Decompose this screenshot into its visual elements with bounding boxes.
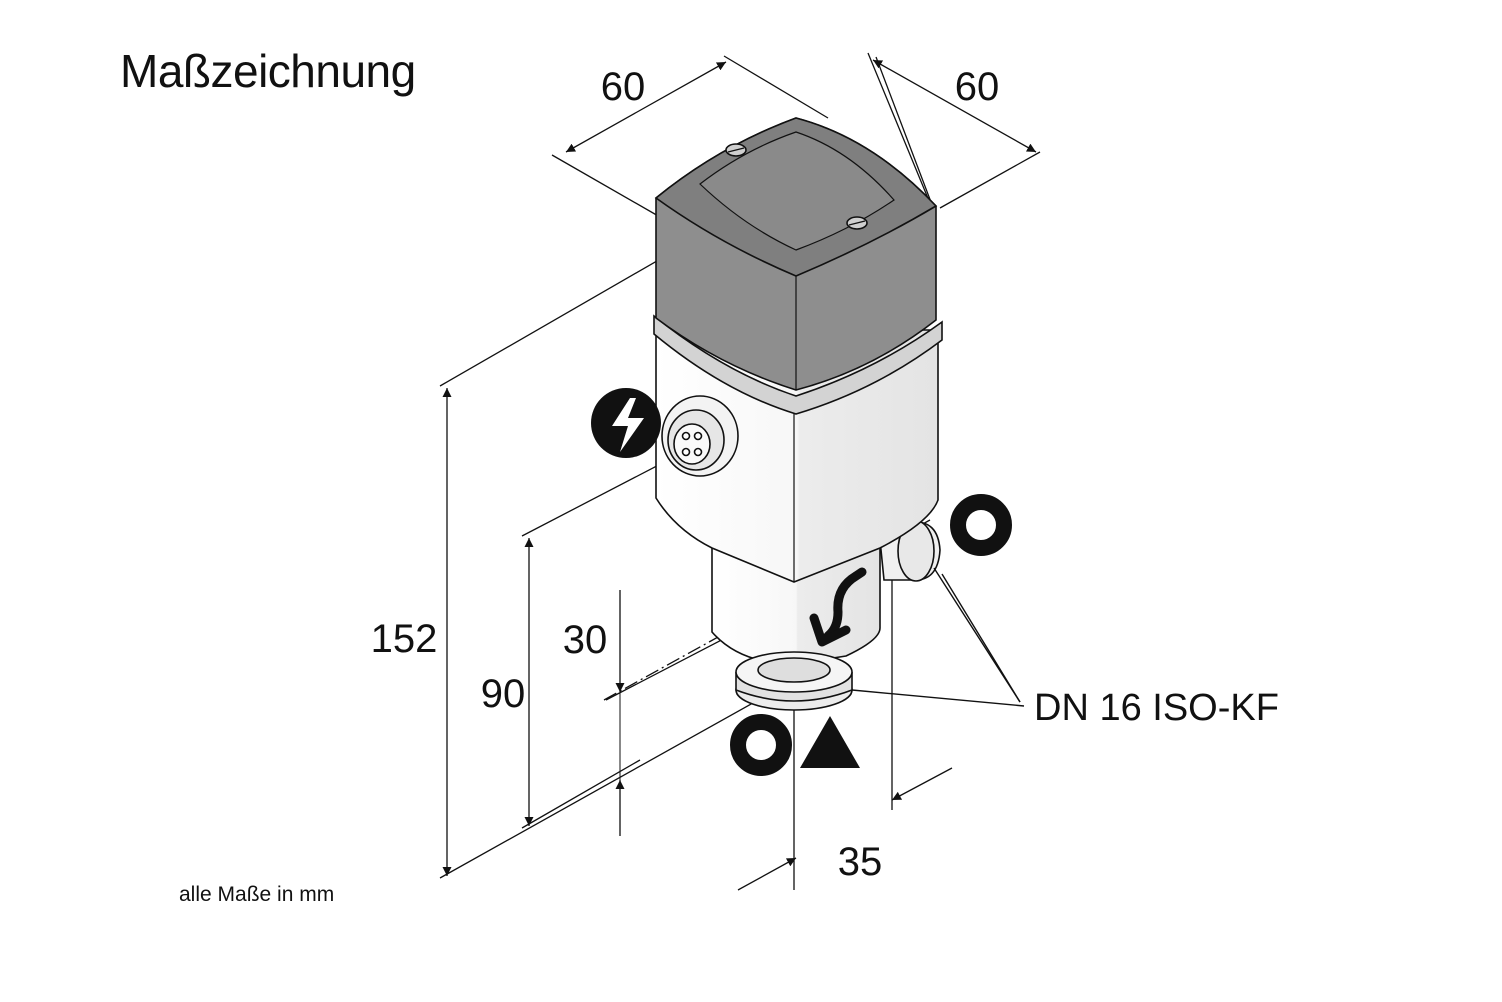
lightning-icon bbox=[591, 388, 661, 458]
connector-icon bbox=[661, 395, 739, 477]
dim-width-left: 60 bbox=[601, 65, 646, 109]
flange-callout: DN 16 ISO-KF bbox=[1034, 687, 1279, 729]
dim-height-total: 152 bbox=[371, 617, 438, 661]
dim-height-offset: 30 bbox=[563, 618, 608, 662]
dim-width-right: 60 bbox=[955, 65, 1000, 109]
units-note: alle Maße in mm bbox=[179, 883, 335, 906]
dim-depth-port: 35 bbox=[838, 840, 883, 884]
callout-leaders bbox=[851, 567, 1025, 707]
dim-height-flange: 90 bbox=[481, 672, 526, 716]
flow-arrow-icon bbox=[809, 567, 867, 647]
triangle-icon bbox=[800, 716, 860, 768]
device-body bbox=[653, 117, 943, 711]
o-ring-icon bbox=[950, 494, 1012, 556]
drawing-title: Maßzeichnung bbox=[120, 45, 416, 97]
o-ring-icon bbox=[730, 714, 792, 776]
